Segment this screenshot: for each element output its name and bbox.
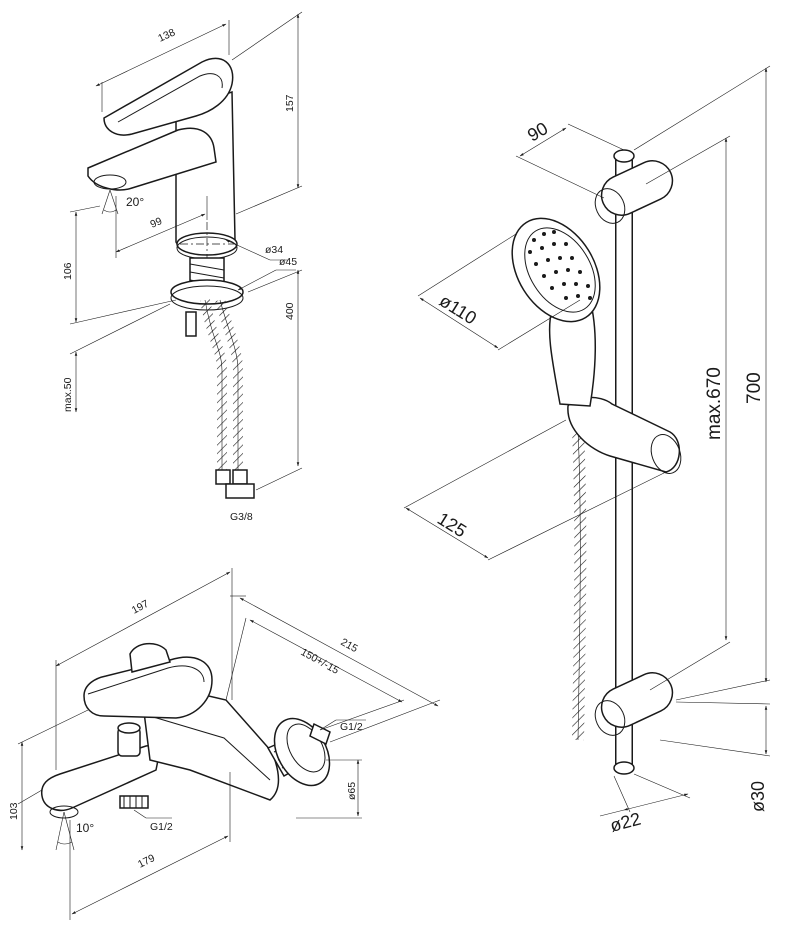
bath-shower-outlet (119, 795, 149, 809)
bath-inlet-label: G1/2 (340, 721, 363, 733)
bath-outlet-label: G1/2 (150, 821, 173, 833)
dim-bath-centres: 150+/-15 (299, 646, 341, 677)
dim-rail-adjust: max.670 (704, 367, 725, 440)
dim-head-offset: 90 (524, 118, 551, 145)
basin-hose-left (200, 299, 227, 470)
dim-bath-overall: 215 (339, 636, 360, 655)
shower-bottom-bracket (600, 672, 674, 728)
basin-connection-label: G3/8 (230, 511, 253, 523)
dim-basin-diameter-outer: ø45 (279, 256, 297, 268)
dim-spout-height: 106 (62, 262, 74, 280)
basin-mixer-spout (87, 127, 217, 191)
dim-rail-length: 700 (744, 372, 765, 404)
dim-basin-height: 157 (284, 94, 296, 112)
basin-aerator (93, 174, 127, 190)
hand-shower-nozzles (528, 230, 592, 300)
dim-basin-width: 138 (156, 26, 177, 44)
dim-head-diameter: ø110 (436, 290, 480, 328)
dim-bath-spout-length: 179 (136, 852, 157, 871)
dim-spout-reach: 99 (148, 215, 164, 231)
basin-hose-nut (225, 483, 255, 499)
dim-hose-length: 400 (284, 302, 296, 320)
dim-holder-projection: 125 (434, 508, 470, 541)
dim-basin-diameter-inner: ø34 (265, 244, 283, 256)
dim-bath-height: 103 (8, 802, 20, 820)
bath-spout-angle: 10° (76, 821, 94, 835)
dim-flange-diameter: ø65 (346, 782, 358, 800)
bath-mixer-drawing: 197 215 150+/-15 G1/2 ø65 103 10° G (8, 568, 441, 920)
basin-spout-angle: 20° (126, 195, 144, 209)
dim-deck-max: max.50 (62, 377, 74, 412)
shower-set-drawing: 90 ø110 125 max.670 700 ø30 ø22 (403, 65, 771, 836)
dim-bracket-diameter: ø30 (748, 781, 768, 812)
basin-mixer-drawing: 138 157 400 99 20° 106 max.50 ø34 (62, 11, 303, 523)
dim-bath-length: 197 (130, 598, 151, 617)
shower-top-bracket (600, 160, 674, 216)
bath-mixer-lever (83, 656, 213, 719)
